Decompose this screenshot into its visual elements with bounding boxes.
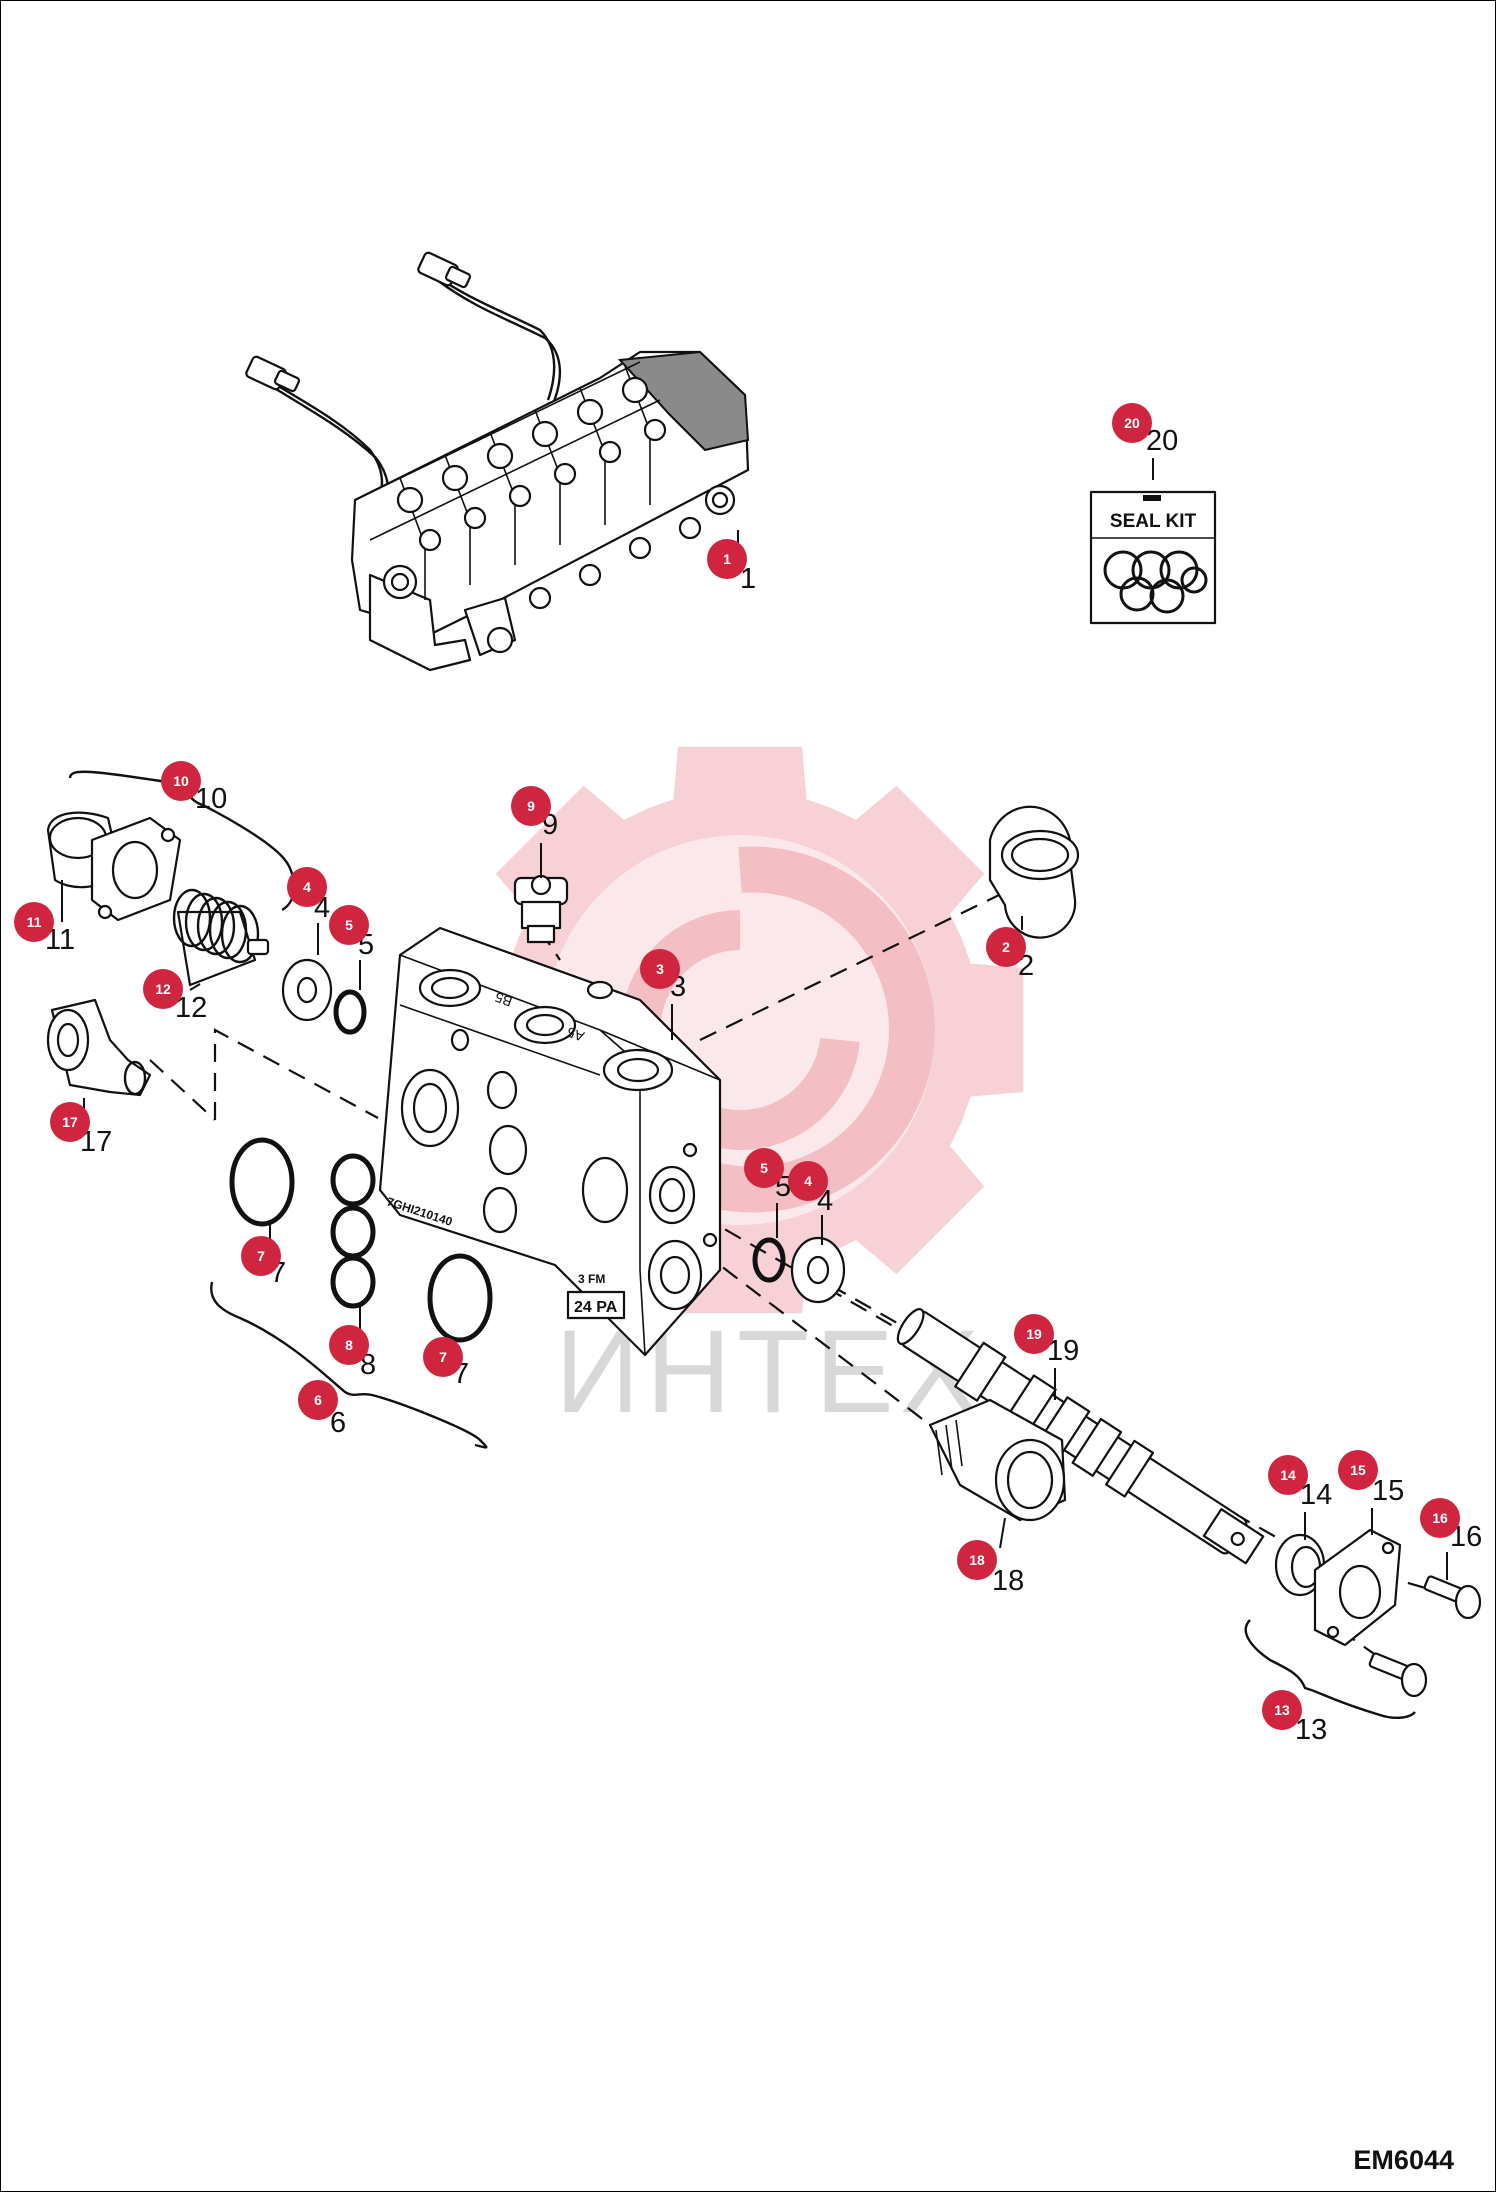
callout-badge-label: 4 — [303, 879, 311, 895]
callout-leader-12 — [189, 983, 201, 991]
group-braces — [68, 770, 1416, 1720]
callout-badge-circle — [640, 949, 680, 989]
callout-badge-label: 7 — [257, 1248, 265, 1264]
callout-badge-17: 17 — [50, 1102, 90, 1142]
callout-badge-label: 8 — [345, 1337, 353, 1353]
callout-badge-circle — [511, 786, 551, 826]
item-number-6: 6 — [330, 1407, 346, 1439]
callout-badge-label: 9 — [527, 798, 535, 814]
callout-badge-circle — [1262, 1690, 1302, 1730]
callout-badge-circle — [298, 1380, 338, 1420]
callout-badge-circle — [788, 1161, 828, 1201]
callout-badge-label: 13 — [1274, 1702, 1290, 1718]
callout-badge-circle — [14, 902, 54, 942]
callout-badge-label: 10 — [173, 773, 189, 789]
callout-layer: 1122334455554466777788991010111112121313… — [14, 403, 1482, 1746]
item-number-1: 1 — [740, 563, 756, 595]
callout-badge-label: 17 — [62, 1114, 78, 1130]
callout-badge-circle — [143, 969, 183, 1009]
callout-badge-label: 3 — [656, 961, 664, 977]
callout-badge-6: 6 — [298, 1380, 338, 1420]
callout-badge-3: 3 — [640, 949, 680, 989]
item-number-15: 15 — [1372, 1475, 1404, 1507]
callout-badge-4: 4 — [788, 1161, 828, 1201]
seal-kit-box: SEAL KIT — [1089, 490, 1217, 625]
valve-assembly-drawing — [245, 251, 750, 672]
callout-badge-8: 8 — [329, 1325, 369, 1365]
callout-badge-label: 7 — [439, 1349, 447, 1365]
callout-badge-circle — [744, 1148, 784, 1188]
callout-badge-label: 18 — [969, 1552, 985, 1568]
drawing-code: EM6044 — [1353, 2145, 1454, 2175]
callout-badge-circle — [1420, 1498, 1460, 1538]
port-size-stamp: 24 PA — [574, 1299, 618, 1316]
callout-badge-label: 20 — [1124, 415, 1140, 431]
callout-badge-5: 5 — [744, 1148, 784, 1188]
port-code-stamp: 3 FM — [578, 1272, 605, 1286]
callout-badge-circle — [1014, 1314, 1054, 1354]
callout-badge-label: 15 — [1350, 1462, 1366, 1478]
callout-badge-circle — [329, 905, 369, 945]
callout-badge-label: 14 — [1280, 1467, 1296, 1483]
item-number-13: 13 — [1295, 1714, 1327, 1746]
callout-badge-circle — [287, 867, 327, 907]
callout-badge-15: 15 — [1338, 1450, 1378, 1490]
callout-badge-1: 1 — [707, 539, 747, 579]
callout-badge-label: 4 — [804, 1173, 812, 1189]
callout-badge-2: 2 — [986, 927, 1026, 967]
callout-badge-5: 5 — [329, 905, 369, 945]
callout-badge-13: 13 — [1262, 1690, 1302, 1730]
callout-badge-circle — [986, 927, 1026, 967]
seal-kit-label: SEAL KIT — [1110, 511, 1197, 532]
callout-badge-18: 18 — [957, 1540, 997, 1580]
callout-badge-label: 6 — [314, 1392, 322, 1408]
callout-badge-label: 2 — [1002, 939, 1010, 955]
callout-badge-circle — [161, 761, 201, 801]
callout-badge-label: 1 — [723, 551, 731, 567]
callout-badge-20: 20 — [1112, 403, 1152, 443]
callout-badge-19: 19 — [1014, 1314, 1054, 1354]
callout-badge-label: 5 — [760, 1160, 768, 1176]
callout-badge-circle — [50, 1102, 90, 1142]
callout-badge-9: 9 — [511, 786, 551, 826]
callout-badge-circle — [1112, 403, 1152, 443]
port-b-stamp: B5 — [493, 989, 515, 1010]
callout-badge-circle — [1338, 1450, 1378, 1490]
callout-badge-7: 7 — [241, 1236, 281, 1276]
callout-badge-label: 19 — [1026, 1326, 1042, 1342]
item-number-10: 10 — [195, 783, 227, 815]
item-number-20: 20 — [1146, 425, 1178, 457]
callout-badge-14: 14 — [1268, 1455, 1308, 1495]
callout-badge-label: 11 — [27, 914, 42, 930]
callout-badge-circle — [957, 1540, 997, 1580]
callout-badge-12: 12 — [143, 969, 183, 1009]
callout-badge-circle — [1268, 1455, 1308, 1495]
callout-badge-label: 16 — [1432, 1510, 1448, 1526]
callout-badge-circle — [241, 1236, 281, 1276]
callout-badge-circle — [329, 1325, 369, 1365]
port-a-stamp: A5 — [565, 1024, 587, 1045]
callout-badge-7: 7 — [423, 1337, 463, 1377]
valve-section-body: B5 A5 7GHI210140 3 FM 24 PA — [378, 926, 722, 1357]
callout-badge-circle — [423, 1337, 463, 1377]
callout-badge-16: 16 — [1420, 1498, 1460, 1538]
exploded-parts — [46, 805, 1482, 1698]
callout-badge-label: 5 — [345, 917, 353, 933]
callout-leader-18 — [999, 1517, 1006, 1549]
callout-badge-10: 10 — [161, 761, 201, 801]
callout-badge-label: 12 — [155, 981, 171, 997]
item-number-18: 18 — [992, 1565, 1024, 1597]
callout-badge-4: 4 — [287, 867, 327, 907]
callout-badge-11: 11 — [14, 902, 54, 942]
callout-badge-circle — [707, 539, 747, 579]
